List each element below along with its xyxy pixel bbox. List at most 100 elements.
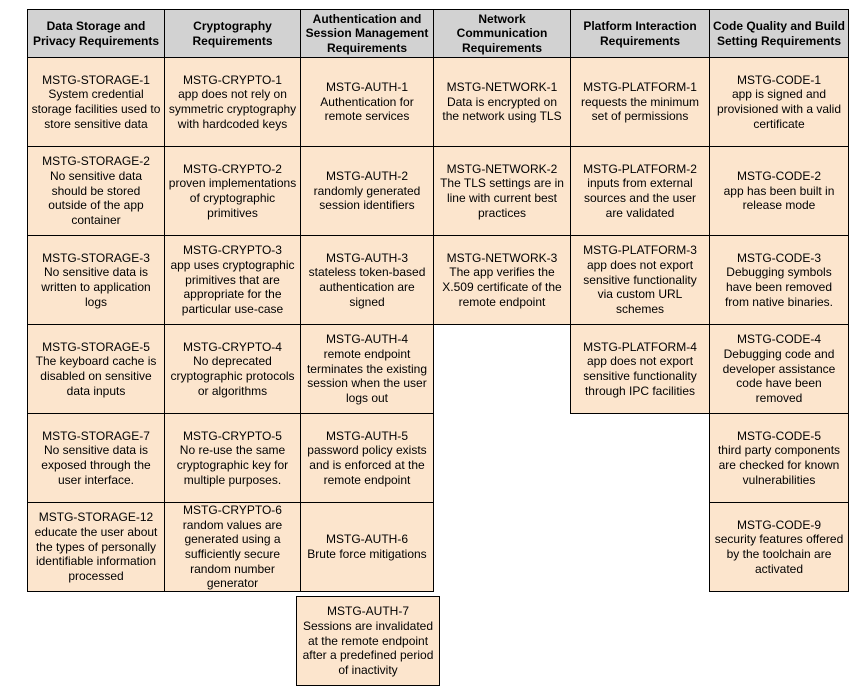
requirement-text: The app verifies the X.509 certificate o… [442, 265, 562, 309]
requirement-text: app does not rely on symmetric cryptogra… [168, 87, 297, 131]
requirement-cell-mstg-code-3: MSTG-CODE-3 Debugging symbols have been … [709, 235, 849, 325]
requirement-text: third party components are checked for k… [717, 443, 841, 487]
requirement-id: MSTG-STORAGE-3 [42, 250, 150, 265]
requirement-text: remote endpoint terminates the existing … [306, 347, 428, 405]
requirement-text: password policy exists and is enforced a… [307, 443, 427, 487]
requirement-cell-mstg-platform-1: MSTG-PLATFORM-1 requests the minimum set… [570, 57, 710, 147]
requirement-cell-mstg-storage-7: MSTG-STORAGE-7 No sensitive data is expo… [27, 413, 165, 503]
requirement-cell-mstg-auth-6: MSTG-AUTH-6 Brute force mitigations [300, 502, 434, 592]
requirement-text: inputs from external sources and the use… [583, 176, 697, 220]
requirement-text: Sessions are invalidated at the remote e… [302, 619, 434, 677]
requirement-id: MSTG-CRYPTO-2 [183, 161, 282, 176]
requirements-table: Data Storage and Privacy Requirements MS… [27, 9, 849, 686]
requirement-id: MSTG-STORAGE-1 [42, 72, 150, 87]
requirement-id: MSTG-PLATFORM-4 [583, 339, 697, 354]
requirement-cell-mstg-platform-3: MSTG-PLATFORM-3 app does not export sens… [570, 235, 710, 325]
requirement-id: MSTG-NETWORK-3 [446, 250, 558, 265]
requirement-cell-mstg-auth-7: MSTG-AUTH-7 Sessions are invalidated at … [296, 596, 440, 686]
requirement-text: app has been built in release mode [723, 183, 835, 213]
requirement-text: stateless token-based authentication are… [308, 265, 426, 309]
requirement-text: random values are generated using a suff… [182, 517, 283, 591]
requirement-text: No sensitive data is exposed through the… [41, 443, 151, 487]
requirement-text: app does not export sensitive functional… [583, 354, 697, 398]
column-platform-interaction: Platform Interaction Requirements MSTG-P… [570, 9, 710, 414]
requirement-cell-mstg-code-1: MSTG-CODE-1 app is signed and provisione… [709, 57, 849, 147]
requirement-id: MSTG-AUTH-3 [326, 250, 408, 265]
requirement-text: No deprecated cryptographic protocols or… [170, 354, 295, 398]
requirement-cell-mstg-auth-5: MSTG-AUTH-5 password policy exists and i… [300, 413, 434, 503]
requirement-id: MSTG-AUTH-2 [326, 169, 408, 184]
column-header-code-quality-build: Code Quality and Build Setting Requireme… [709, 9, 849, 58]
column-auth-session-management: Authentication and Session Management Re… [296, 9, 440, 686]
requirement-text: No sensitive data is written to applicat… [41, 265, 151, 309]
requirement-text: The keyboard cache is disabled on sensit… [35, 354, 157, 398]
requirement-cell-mstg-crypto-2: MSTG-CRYPTO-2 proven implementations of … [164, 146, 301, 236]
requirement-id: MSTG-STORAGE-12 [38, 510, 154, 525]
requirement-cell-mstg-auth-4: MSTG-AUTH-4 remote endpoint terminates t… [300, 324, 434, 414]
column-header-auth-session-management: Authentication and Session Management Re… [300, 9, 434, 58]
requirement-cell-mstg-crypto-6: MSTG-CRYPTO-6 random values are generate… [164, 502, 301, 592]
requirement-id: MSTG-CRYPTO-4 [183, 339, 282, 354]
requirement-text: Debugging code and developer assistance … [722, 347, 836, 405]
requirement-id: MSTG-CODE-3 [737, 250, 821, 265]
requirement-cell-mstg-auth-1: MSTG-AUTH-1 Authentication for remote se… [300, 57, 434, 147]
requirement-text: No sensitive data should be stored outsi… [48, 169, 144, 227]
requirement-id: MSTG-PLATFORM-1 [583, 80, 697, 95]
requirement-id: MSTG-CODE-4 [737, 332, 821, 347]
requirement-text: proven implementations of cryptographic … [168, 176, 297, 220]
column-header-cryptography: Cryptography Requirements [164, 9, 301, 58]
requirement-cell-mstg-crypto-5: MSTG-CRYPTO-5 No re-use the same cryptog… [164, 413, 301, 503]
requirement-cell-mstg-auth-2: MSTG-AUTH-2 randomly generated session i… [300, 146, 434, 236]
requirement-text: app is signed and provisioned with a val… [716, 87, 842, 131]
requirement-id: MSTG-CRYPTO-3 [183, 243, 282, 258]
requirement-id: MSTG-STORAGE-5 [42, 339, 150, 354]
requirement-id: MSTG-CODE-2 [737, 169, 821, 184]
requirement-cell-mstg-code-4: MSTG-CODE-4 Debugging code and developer… [709, 324, 849, 414]
requirement-text: Data is encrypted on the network using T… [442, 94, 562, 124]
requirement-id: MSTG-CODE-5 [737, 428, 821, 443]
requirement-cell-mstg-crypto-3: MSTG-CRYPTO-3 app uses cryptographic pri… [164, 235, 301, 325]
requirement-cell-mstg-storage-2: MSTG-STORAGE-2 No sensitive data should … [27, 146, 165, 236]
requirement-text: System credential storage facilities use… [31, 87, 161, 131]
requirement-id: MSTG-STORAGE-7 [42, 428, 150, 443]
requirement-cell-mstg-code-2: MSTG-CODE-2 app has been built in releas… [709, 146, 849, 236]
requirement-text: security features offered by the toolcha… [714, 532, 844, 576]
requirement-id: MSTG-CODE-9 [737, 517, 821, 532]
requirement-text: randomly generated session identifiers [313, 183, 421, 213]
column-header-data-storage-privacy: Data Storage and Privacy Requirements [27, 9, 165, 58]
column-data-storage-privacy: Data Storage and Privacy Requirements MS… [27, 9, 165, 592]
column-header-network-communication: Network Communication Requirements [433, 9, 571, 58]
requirement-id: MSTG-CODE-1 [737, 72, 821, 87]
requirement-cell-mstg-crypto-1: MSTG-CRYPTO-1 app does not rely on symme… [164, 57, 301, 147]
requirement-id: MSTG-CRYPTO-6 [183, 503, 282, 518]
column-header-platform-interaction: Platform Interaction Requirements [570, 9, 710, 58]
requirement-id: MSTG-AUTH-1 [326, 80, 408, 95]
requirement-text: requests the minimum set of permissions [580, 94, 700, 124]
requirement-text: No re-use the same cryptographic key for… [176, 443, 289, 487]
column-code-quality-build: Code Quality and Build Setting Requireme… [709, 9, 849, 592]
requirement-id: MSTG-AUTH-6 [326, 532, 408, 547]
requirement-id: MSTG-PLATFORM-3 [583, 243, 697, 258]
requirement-cell-mstg-network-3: MSTG-NETWORK-3 The app verifies the X.50… [433, 235, 571, 325]
requirement-id: MSTG-AUTH-7 [327, 604, 409, 619]
requirement-id: MSTG-CRYPTO-1 [183, 72, 282, 87]
requirement-cell-mstg-storage-3: MSTG-STORAGE-3 No sensitive data is writ… [27, 235, 165, 325]
requirement-id: MSTG-NETWORK-2 [446, 161, 558, 176]
requirement-text: The TLS settings are in line with curren… [440, 176, 564, 220]
requirement-cell-mstg-storage-5: MSTG-STORAGE-5 The keyboard cache is dis… [27, 324, 165, 414]
requirement-cell-mstg-code-5: MSTG-CODE-5 third party components are c… [709, 413, 849, 503]
requirement-id: MSTG-AUTH-4 [326, 332, 408, 347]
requirement-text: app does not export sensitive functional… [583, 258, 697, 316]
requirement-cell-mstg-network-1: MSTG-NETWORK-1 Data is encrypted on the … [433, 57, 571, 147]
requirement-text: educate the user about the types of pers… [34, 525, 158, 583]
requirement-id: MSTG-AUTH-5 [326, 428, 408, 443]
requirement-text: Brute force mitigations [307, 547, 427, 561]
requirement-cell-mstg-storage-12: MSTG-STORAGE-12 educate the user about t… [27, 502, 165, 592]
requirement-cell-mstg-storage-1: MSTG-STORAGE-1 System credential storage… [27, 57, 165, 147]
requirement-cell-mstg-code-9: MSTG-CODE-9 security features offered by… [709, 502, 849, 592]
requirement-text: Debugging symbols have been removed from… [724, 265, 834, 309]
requirement-id: MSTG-CRYPTO-5 [183, 428, 282, 443]
requirement-cell-mstg-network-2: MSTG-NETWORK-2 The TLS settings are in l… [433, 146, 571, 236]
requirement-cell-mstg-platform-2: MSTG-PLATFORM-2 inputs from external sou… [570, 146, 710, 236]
